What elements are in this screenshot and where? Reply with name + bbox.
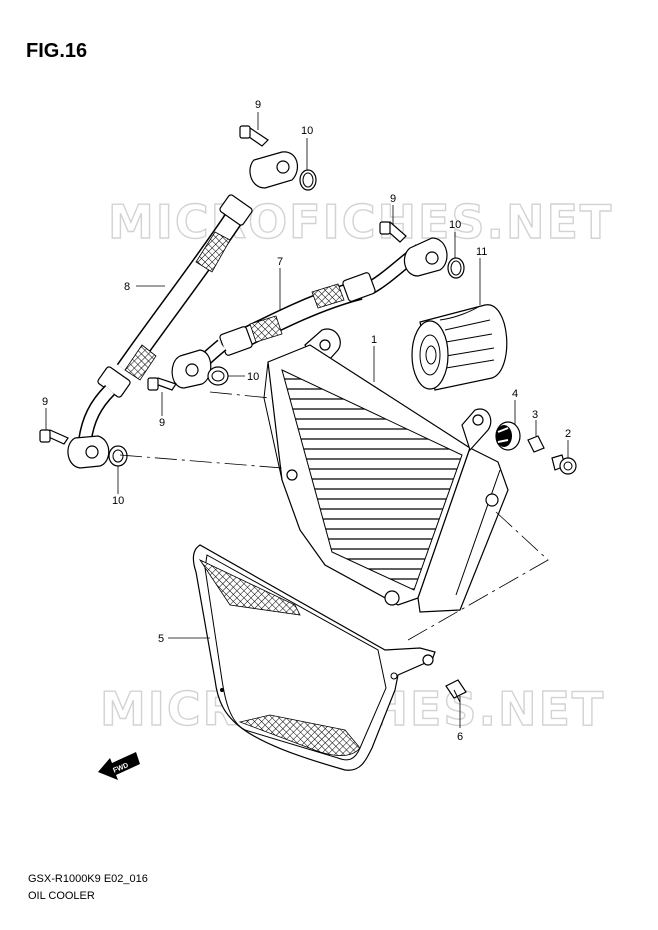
callout-1: 1 <box>371 334 377 346</box>
o-ring-10-low <box>108 445 128 467</box>
bolt-9-mid <box>379 221 407 243</box>
align-line-a <box>209 391 271 399</box>
bolt-9-left-low <box>39 429 69 445</box>
callout-4: 4 <box>512 388 518 400</box>
bolt-9-top <box>239 125 269 147</box>
callout-10-left: 10 <box>247 371 259 383</box>
callout-10-top: 10 <box>301 125 313 137</box>
hose-7 <box>171 237 448 389</box>
oil-cooler-1 <box>263 328 509 613</box>
callout-6: 6 <box>457 731 463 743</box>
callout-9-left-mid: 9 <box>159 417 165 429</box>
collar-3 <box>527 435 545 453</box>
grommet-4 <box>495 421 521 451</box>
bolt-6 <box>445 679 467 703</box>
figure-title: FIG.16 <box>26 40 88 62</box>
callout-10-mid: 10 <box>449 219 461 231</box>
align-line-b <box>119 454 283 469</box>
callout-5: 5 <box>158 633 164 645</box>
callout-9-mid: 9 <box>390 193 396 205</box>
callout-9-top: 9 <box>255 99 261 111</box>
oil-cooler-guard-5 <box>192 544 436 771</box>
oil-filter-11 <box>411 304 508 391</box>
leader-lines <box>45 112 569 728</box>
callout-11: 11 <box>476 246 487 258</box>
callout-10-low: 10 <box>112 495 124 507</box>
callout-2: 2 <box>565 428 571 440</box>
callout-3: 3 <box>532 409 538 421</box>
bolt-9-left-mid <box>147 377 177 391</box>
section-name: OIL COOLER <box>28 890 95 902</box>
callout-7: 7 <box>277 256 283 268</box>
watermark-top: MICROFICHES.NET <box>108 195 613 249</box>
callout-9-left-low: 9 <box>42 396 48 408</box>
model-code: GSX-R1000K9 E02_016 <box>28 873 148 885</box>
fwd-arrow-icon: FWD <box>98 752 140 780</box>
bolt-2 <box>551 454 577 475</box>
align-line-c <box>407 511 549 641</box>
o-ring-10-left <box>207 366 229 386</box>
callout-8: 8 <box>124 281 130 293</box>
hose-8 <box>67 151 299 469</box>
